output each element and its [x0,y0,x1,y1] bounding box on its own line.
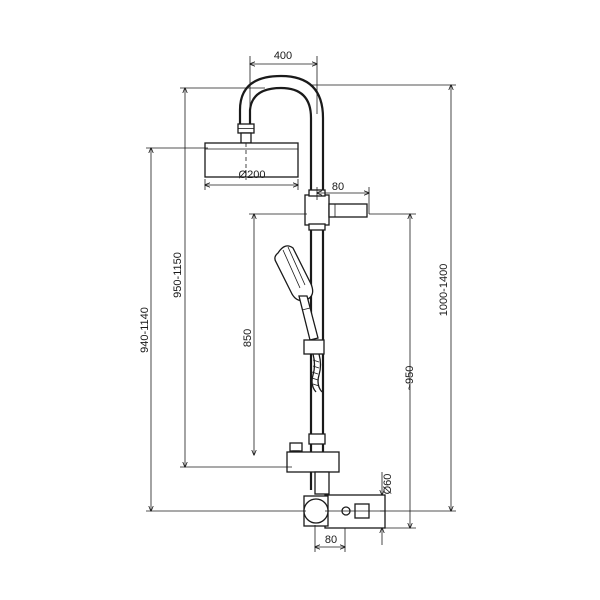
dim-label-arm-height: 950-1150 [172,252,184,298]
hand-shower [274,245,325,355]
dim-label-valve-diameter: Ø60 [382,474,394,495]
dimension-holder-height: 850 [242,214,307,455]
dim-label-holder-width: 80 [332,181,344,193]
dimension-valve-width: 80 [315,525,345,552]
dim-label-bar-length: ~950 [404,366,416,391]
dimension-head-diameter: Ø200 [205,169,298,190]
shower-hose [311,353,323,393]
dimension-arm-height: 950-1150 [172,88,292,467]
dimension-holder-width: 80 [317,181,369,214]
overhead-shower-head [204,123,299,180]
thermostatic-valve [303,471,386,529]
shower-riser-pipe [238,74,325,490]
dimension-arm-reach: 400 [250,50,317,114]
dim-label-head-diameter: Ø200 [239,169,266,181]
dim-label-valve-width: 80 [325,534,337,546]
dimension-head-height: 940-1140 [139,148,306,511]
dim-label-holder-height: 850 [242,329,254,347]
dimension-total-height: 1000-1400 [311,85,456,511]
hand-shower-holder [304,189,368,231]
dim-label-total-height: 1000-1400 [438,264,450,317]
dimension-bar-length: ~950 [369,214,416,528]
dim-label-arm-reach: 400 [274,50,292,62]
dim-label-head-height: 940-1140 [139,307,151,353]
dimension-valve-diameter: Ø60 [382,472,394,545]
diverter [286,442,340,473]
